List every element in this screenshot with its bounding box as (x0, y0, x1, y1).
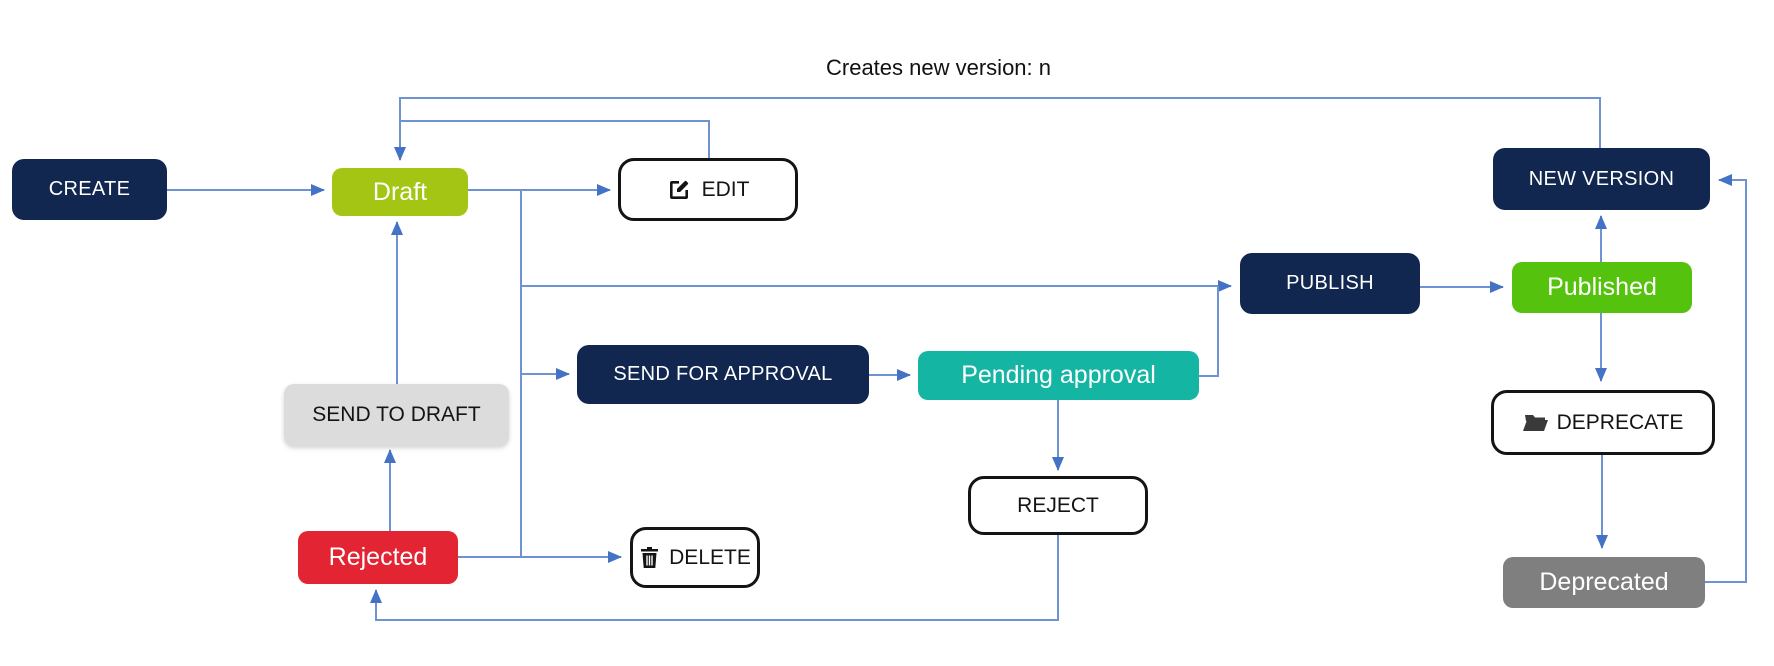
send-to-draft-label: SEND TO DRAFT (312, 403, 481, 426)
published-state-node: Published (1512, 262, 1692, 313)
rejected-label: Rejected (328, 543, 428, 571)
delete-label: DELETE (669, 545, 751, 569)
deprecated-state-node: Deprecated (1503, 557, 1705, 608)
deprecate-node: DEPRECATE (1491, 390, 1715, 455)
create-label: CREATE (48, 178, 131, 200)
send-to-draft-node: SEND TO DRAFT (284, 384, 509, 446)
reject-label: REJECT (1017, 493, 1099, 517)
pending-approval-label: Pending approval (961, 361, 1156, 389)
send-for-approval-node: SEND FOR APPROVAL (577, 345, 869, 404)
new-version-label: NEW VERSION (1528, 167, 1675, 190)
published-label: Published (1547, 273, 1657, 301)
edit-node: EDIT (618, 158, 798, 221)
pending-approval-state-node: Pending approval (918, 351, 1199, 400)
trash-icon (641, 547, 659, 568)
publish-label: PUBLISH (1286, 272, 1374, 294)
draft-state-node: Draft (332, 168, 468, 216)
delete-node: DELETE (630, 527, 760, 588)
send-for-approval-label: SEND FOR APPROVAL (613, 363, 833, 385)
edit-icon (669, 180, 688, 199)
rejected-state-node: Rejected (298, 531, 458, 584)
open-folder-icon (1522, 414, 1548, 431)
new-version-node: NEW VERSION (1493, 148, 1710, 210)
deprecate-label: DEPRECATE (1556, 410, 1684, 434)
reject-node: REJECT (968, 476, 1148, 535)
create-node: CREATE (12, 159, 167, 220)
draft-label: Draft (372, 177, 428, 206)
publish-node: PUBLISH (1240, 253, 1420, 314)
edit-label: EDIT (701, 177, 750, 201)
creates-new-version-label: Creates new version: n (826, 55, 1051, 80)
deprecated-label: Deprecated (1539, 568, 1669, 596)
